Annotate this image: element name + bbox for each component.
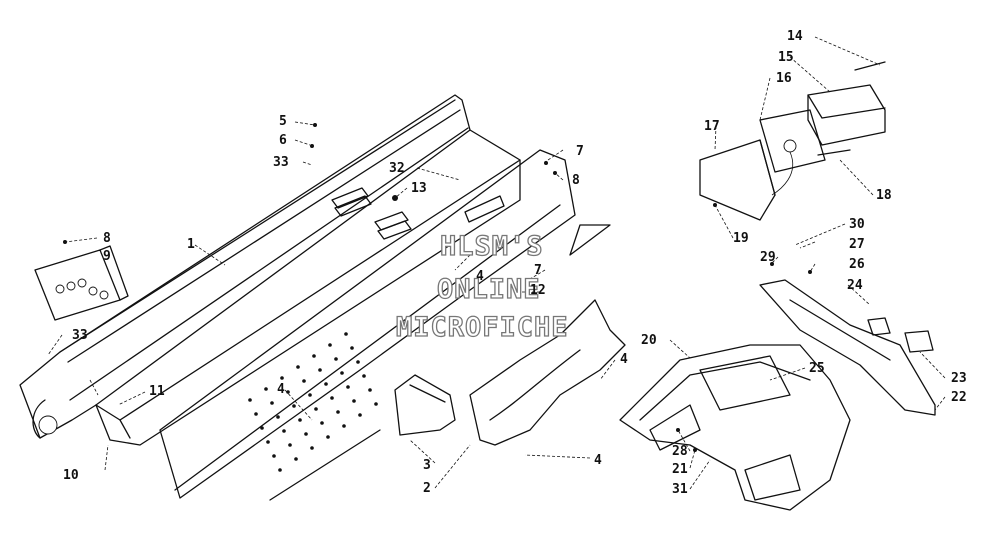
callout-16: 16: [776, 71, 792, 86]
vent-slots: [331, 187, 505, 240]
hardware: [63, 123, 812, 452]
board-hole: [314, 407, 318, 411]
callout-19: 19: [733, 231, 749, 246]
tunnel-chassis: [19, 94, 521, 446]
board-hole: [254, 412, 258, 416]
board-hole: [308, 393, 312, 397]
board-hole: [272, 454, 276, 458]
rear-bumper: [619, 344, 851, 511]
callout-12: 12: [530, 283, 546, 298]
callout-27: 27: [849, 237, 865, 252]
board-hole: [286, 390, 290, 394]
callout-26: 26: [849, 257, 865, 272]
callout-33-a: 33: [273, 155, 289, 170]
callout-11: 11: [149, 384, 165, 399]
watermark-line-3: MICROFICHE: [395, 312, 569, 343]
callout-22: 22: [951, 390, 967, 405]
board-hole: [358, 413, 362, 417]
running-board: [159, 149, 576, 501]
board-hole: [326, 435, 330, 439]
board-hole: [294, 457, 298, 461]
board-hole: [328, 343, 332, 347]
callout-3: 3: [423, 458, 431, 473]
board-hole: [356, 360, 360, 364]
callout-8-b: 8: [572, 173, 580, 188]
board-hole: [260, 426, 264, 430]
board-hole: [312, 354, 316, 358]
callout-33-b: 33: [72, 328, 88, 343]
leader-lines: [47, 36, 946, 490]
callout-6: 6: [279, 133, 287, 148]
board-hole: [346, 385, 350, 389]
board-hole: [296, 365, 300, 369]
callout-32: 32: [389, 161, 405, 176]
taillight-assembly: [699, 61, 886, 221]
board-hole: [344, 332, 348, 336]
callout-4-d: 4: [594, 453, 602, 468]
callout-20: 20: [641, 333, 657, 348]
board-hole: [278, 468, 282, 472]
callout-18: 18: [876, 188, 892, 203]
board-hole: [368, 388, 372, 392]
callout-4-b: 4: [476, 269, 484, 284]
board-hole: [302, 379, 306, 383]
callout-15: 15: [778, 50, 794, 65]
watermark-line-1: HLSM'S: [439, 231, 544, 262]
callout-4-c: 4: [620, 352, 628, 367]
callout-28: 28: [672, 444, 688, 459]
callout-17: 17: [704, 119, 720, 134]
board-hole: [276, 415, 280, 419]
board-hole: [248, 398, 252, 402]
callout-31: 31: [672, 482, 688, 497]
callout-9: 9: [103, 249, 111, 264]
board-hole: [270, 401, 274, 405]
callout-30: 30: [849, 217, 865, 232]
watermark-line-2: ONLINE: [436, 274, 541, 305]
board-hole: [282, 429, 286, 433]
board-hole: [310, 446, 314, 450]
board-hole: [280, 376, 284, 380]
callout-21: 21: [672, 462, 688, 477]
board-hole: [352, 399, 356, 403]
board-hole: [342, 424, 346, 428]
callout-7-a: 7: [576, 144, 584, 159]
board-hole: [350, 346, 354, 350]
callout-7-b: 7: [534, 263, 542, 278]
board-hole: [374, 402, 378, 406]
board-hole: [330, 396, 334, 400]
cooler-part-9: [34, 245, 129, 321]
callout-8-a: 8: [103, 231, 111, 246]
board-hole: [362, 374, 366, 378]
bracket-part-3: [394, 374, 456, 436]
decal-pads: [569, 224, 934, 353]
callout-5: 5: [279, 114, 287, 129]
board-hole: [318, 368, 322, 372]
callout-1: 1: [187, 237, 195, 252]
callout-14: 14: [787, 29, 803, 44]
board-hole: [266, 440, 270, 444]
callout-25: 25: [809, 361, 825, 376]
board-hole: [320, 421, 324, 425]
callout-23: 23: [951, 371, 967, 386]
board-hole: [340, 371, 344, 375]
callout-2: 2: [423, 481, 431, 496]
board-hole: [288, 443, 292, 447]
board-hole: [292, 404, 296, 408]
callout-24: 24: [847, 278, 863, 293]
board-hole: [298, 418, 302, 422]
board-hole: [334, 357, 338, 361]
callout-13: 13: [411, 181, 427, 196]
callout-4-a: 4: [277, 382, 285, 397]
flap-part-2: [469, 299, 626, 446]
callout-10: 10: [63, 468, 79, 483]
board-hole: [336, 410, 340, 414]
board-hole: [304, 432, 308, 436]
callout-29: 29: [760, 250, 776, 265]
board-hole: [324, 382, 328, 386]
board-hole: [264, 387, 268, 391]
